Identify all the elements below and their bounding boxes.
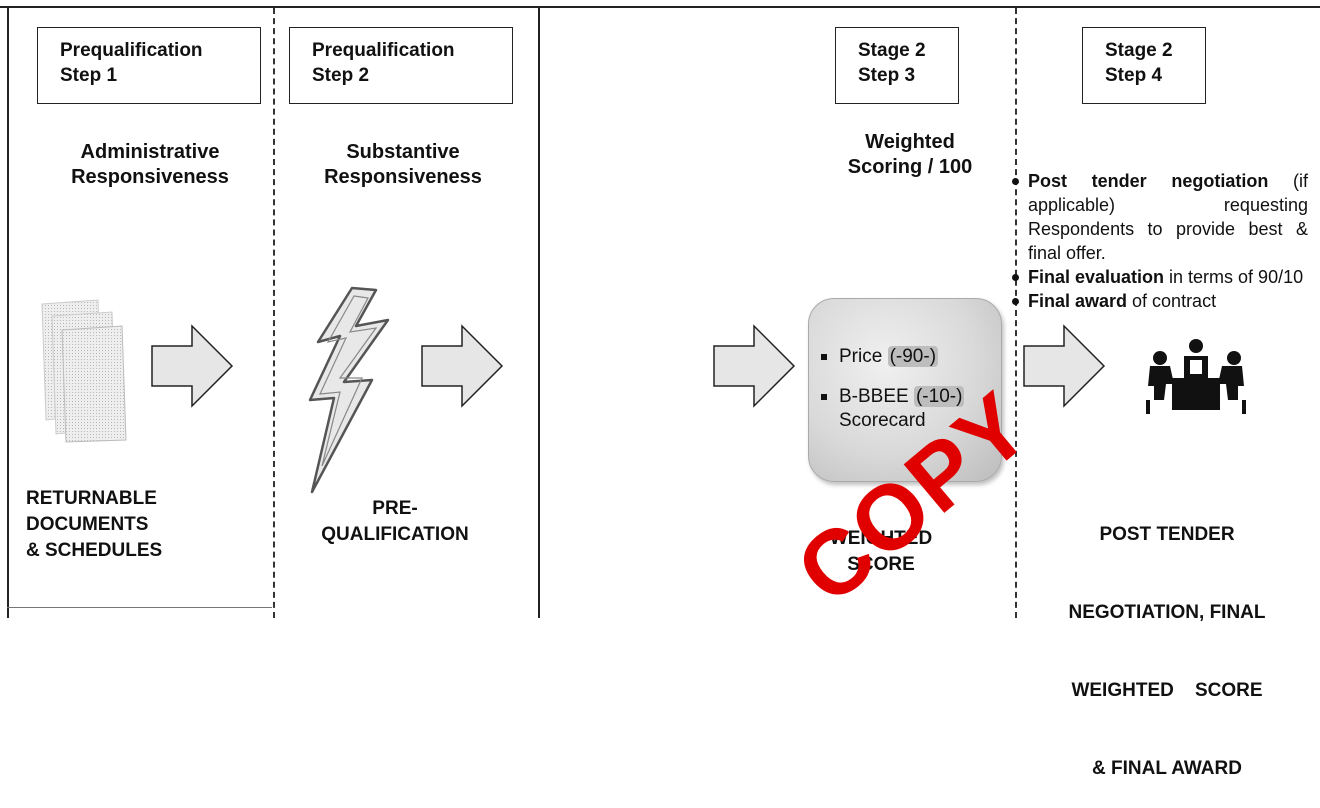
- stage-3-caption-line1: WEIGHTED: [829, 528, 933, 549]
- stage-3-caption-line2: SCORE: [847, 554, 915, 575]
- stage-divider-3: [1015, 8, 1017, 618]
- bullet-final-award: Final award of contract: [1012, 289, 1308, 313]
- left-border: [7, 6, 9, 618]
- stage-4-caption-line1: POST TENDER: [1099, 524, 1235, 545]
- step-box-1-line2: Step 1: [60, 65, 118, 86]
- stage-4-bullet-list: Post tender negotiation (if applicable) …: [1012, 169, 1309, 313]
- step-box-3-line2: Step 3: [858, 65, 916, 86]
- step-box-2-line1: Prequalification: [312, 40, 455, 61]
- stage-1-heading-line1: Administrative: [80, 141, 220, 163]
- stage-2-heading-line1: Substantive: [346, 141, 460, 163]
- step-box-2: Prequalification Step 2: [289, 27, 513, 104]
- step-box-3: Stage 2 Step 3: [835, 27, 959, 104]
- stage-1-caption-line3: & SCHEDULES: [26, 540, 163, 561]
- bullet-final-award-text: of contract: [1127, 291, 1217, 311]
- lightning-bolt-icon: [308, 286, 390, 494]
- stage-1-heading-line2: Responsiveness: [71, 166, 229, 188]
- stage-3-caption: WEIGHTED SCORE: [806, 526, 956, 578]
- stage-3-heading-line1: Weighted: [865, 131, 955, 153]
- criteria-bbbee: B-BBEE (-10-) Scorecard: [821, 385, 965, 433]
- bottom-left-border: [7, 607, 272, 608]
- meeting-table-icon: [1146, 339, 1246, 414]
- stage-divider-1: [273, 8, 275, 618]
- stage-1-caption-line1: RETURNABLE: [26, 488, 157, 509]
- bullet-post-tender-text: (if applicable) requesting Respondents t…: [1028, 171, 1309, 263]
- stage-2-heading-line2: Responsiveness: [324, 166, 482, 188]
- stage-4-caption: POST TENDER NEGOTIATION, FINAL WEIGHTED …: [1022, 470, 1312, 808]
- arrow-right-1: [151, 324, 234, 408]
- step-box-1: Prequalification Step 1: [37, 27, 261, 104]
- step-box-1-line1: Prequalification: [60, 40, 203, 61]
- stage-2-caption-line2: QUALIFICATION: [321, 524, 469, 545]
- criteria-bbbee-label: B-BBEE: [839, 386, 914, 407]
- bullet-square-icon: [821, 354, 827, 360]
- top-border: [0, 6, 1320, 8]
- bullet-final-award-bold: Final award: [1028, 291, 1128, 311]
- bullet-square-icon: [821, 394, 827, 400]
- bullet-post-tender: Post tender negotiation (if applicable) …: [1012, 169, 1309, 265]
- step-box-4-line1: Stage 2: [1105, 40, 1173, 61]
- stage-2-heading: Substantive Responsiveness: [283, 140, 523, 190]
- bullet-final-evaluation-text: in terms of 90/10: [1164, 267, 1304, 287]
- documents-stack-icon: [41, 299, 127, 443]
- step-box-4-line2: Step 4: [1105, 65, 1163, 86]
- stage-1-caption: RETURNABLE DOCUMENTS & SCHEDULES: [26, 486, 162, 564]
- stage-1-caption-line2: DOCUMENTS: [26, 514, 149, 535]
- bullet-final-evaluation: Final evaluation in terms of 90/10: [1012, 265, 1308, 289]
- criteria-bbbee-scorecard: Scorecard: [839, 410, 926, 431]
- stage-3-heading: Weighted Scoring / 100: [820, 130, 1000, 180]
- criteria-price-label: Price: [839, 346, 888, 367]
- stage-2-caption-line1: PRE-: [372, 498, 418, 519]
- arrow-right-3: [713, 324, 796, 408]
- stage-4-caption-line4: & FINAL AWARD: [1092, 758, 1242, 779]
- arrow-right-2: [421, 324, 504, 408]
- bullet-final-evaluation-bold: Final evaluation: [1028, 267, 1165, 287]
- criteria-price-value: (-90-): [887, 346, 939, 367]
- criteria-price: Price (-90-): [821, 345, 939, 369]
- step-box-3-line1: Stage 2: [858, 40, 926, 61]
- step-box-2-line2: Step 2: [312, 65, 370, 86]
- step-box-4: Stage 2 Step 4: [1082, 27, 1206, 104]
- stage-1-heading: Administrative Responsiveness: [30, 140, 270, 190]
- stage-4-caption-line3: WEIGHTED SCORE: [1071, 680, 1263, 701]
- stage-3-heading-line2: Scoring / 100: [847, 156, 973, 178]
- stage-2-caption: PRE- QUALIFICATION: [300, 496, 490, 548]
- weighted-score-panel: Price (-90-) B-BBEE (-10-) Scorecard: [808, 298, 1002, 482]
- criteria-bbbee-value: (-10-): [913, 386, 965, 407]
- stage-4-caption-line2: NEGOTIATION, FINAL: [1068, 602, 1266, 623]
- center-divider: [538, 6, 540, 618]
- arrow-right-4: [1023, 324, 1106, 408]
- bullet-post-tender-bold: Post tender negotiation: [1028, 171, 1269, 191]
